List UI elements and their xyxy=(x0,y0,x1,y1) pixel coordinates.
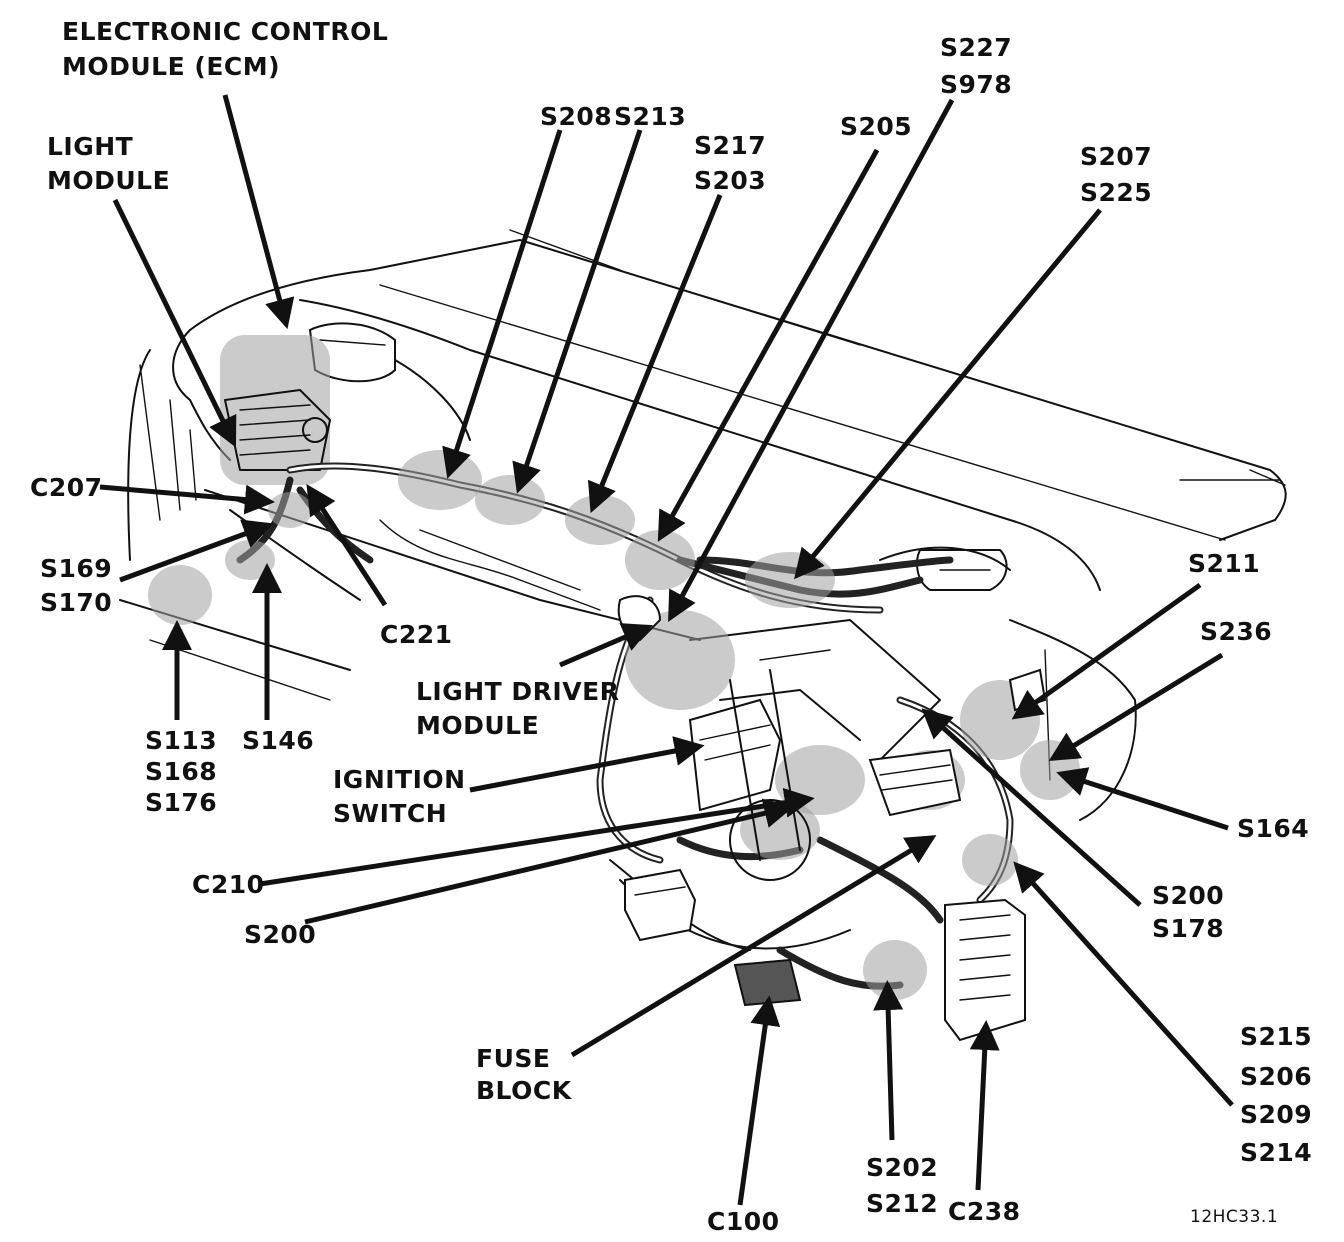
label-s211: S211 xyxy=(1188,549,1260,578)
arrow-s215-group xyxy=(1013,861,1234,1107)
arrow-s164 xyxy=(1056,767,1229,831)
arrow-s205 xyxy=(657,148,880,542)
left-connector-part xyxy=(624,868,697,942)
arrow-s169-s170 xyxy=(119,519,274,583)
label-c210: C210 xyxy=(192,870,265,899)
label-ignition-line2: SWITCH xyxy=(333,799,447,828)
arrow-s200-left xyxy=(304,798,795,925)
label-s168: S168 xyxy=(145,757,217,786)
arrow-s200-right xyxy=(921,708,1142,907)
label-s227: S227 xyxy=(940,33,1012,62)
arrow-s208 xyxy=(442,129,563,479)
arrow-c221 xyxy=(306,484,388,607)
label-fuse-line1: FUSE xyxy=(476,1044,550,1073)
pointer-arrows xyxy=(99,94,1234,1206)
label-light-driver-line1: LIGHT DRIVER xyxy=(416,677,619,706)
label-s169: S169 xyxy=(40,554,112,583)
label-s217: S217 xyxy=(694,131,766,160)
label-s164: S164 xyxy=(1237,814,1309,843)
label-s209: S209 xyxy=(1240,1100,1312,1129)
arrow-ecm xyxy=(222,94,295,330)
arrow-s211 xyxy=(1011,582,1202,720)
ecm-box xyxy=(308,322,471,441)
arrow-ignition xyxy=(469,736,705,793)
arrow-s236 xyxy=(1048,652,1224,762)
label-s176: S176 xyxy=(145,788,217,817)
label-c207: C207 xyxy=(30,473,103,502)
arrow-c207 xyxy=(99,484,275,515)
label-light-module-line2: MODULE xyxy=(47,166,170,195)
label-s236: S236 xyxy=(1200,617,1272,646)
label-s170: S170 xyxy=(40,588,112,617)
label-s214: S214 xyxy=(1240,1138,1312,1167)
light-module-cluster xyxy=(220,335,331,485)
label-light-driver-line2: MODULE xyxy=(416,711,539,740)
arrow-c238 xyxy=(969,1020,1000,1191)
c100-connector xyxy=(733,958,802,1007)
c238-fuse-block xyxy=(944,898,1026,1042)
label-s213: S213 xyxy=(614,102,686,131)
label-s978: S978 xyxy=(940,70,1012,99)
label-light-module-line1: LIGHT xyxy=(47,132,133,161)
label-s200-right: S200 xyxy=(1152,881,1224,910)
label-c221: C221 xyxy=(380,620,453,649)
label-s206: S206 xyxy=(1240,1062,1312,1091)
label-s200-left: S200 xyxy=(244,920,316,949)
label-s207: S207 xyxy=(1080,142,1152,171)
arrow-s217-s203 xyxy=(587,194,723,514)
label-ecm-line1: ELECTRONIC CONTROL xyxy=(62,17,388,46)
ignition-switch-part xyxy=(688,698,782,812)
label-s146: S146 xyxy=(242,726,314,755)
label-c100: C100 xyxy=(707,1207,780,1236)
label-s178: S178 xyxy=(1152,914,1224,943)
label-s205: S205 xyxy=(840,112,912,141)
arrow-s227-s978 xyxy=(668,98,955,622)
label-c238: C238 xyxy=(948,1197,1021,1226)
arrow-fuse-block xyxy=(570,835,937,1058)
diagram-id: 12HC33.1 xyxy=(1190,1207,1278,1227)
label-s202: S202 xyxy=(866,1153,938,1182)
label-s212: S212 xyxy=(866,1189,938,1218)
arrow-s202-s212 xyxy=(873,980,904,1141)
labels: ELECTRONIC CONTROL MODULE (ECM) LIGHT MO… xyxy=(30,17,1312,1236)
label-s215: S215 xyxy=(1240,1022,1312,1051)
fuse-block-part xyxy=(868,748,962,817)
label-ecm-line2: MODULE (ECM) xyxy=(62,52,280,81)
label-s203: S203 xyxy=(694,166,766,195)
arrow-c100 xyxy=(737,995,781,1206)
arrow-s207-s225 xyxy=(794,208,1102,580)
label-fuse-line2: BLOCK xyxy=(476,1076,573,1105)
arrow-light-module xyxy=(112,198,237,448)
label-s113: S113 xyxy=(145,726,217,755)
arrow-s213 xyxy=(512,129,643,494)
arrow-c210 xyxy=(259,787,815,887)
label-s208: S208 xyxy=(540,102,612,131)
arrow-light-driver xyxy=(559,623,653,668)
label-s225: S225 xyxy=(1080,178,1152,207)
label-ignition-line1: IGNITION xyxy=(333,765,466,794)
right-connector-part xyxy=(1008,668,1047,712)
